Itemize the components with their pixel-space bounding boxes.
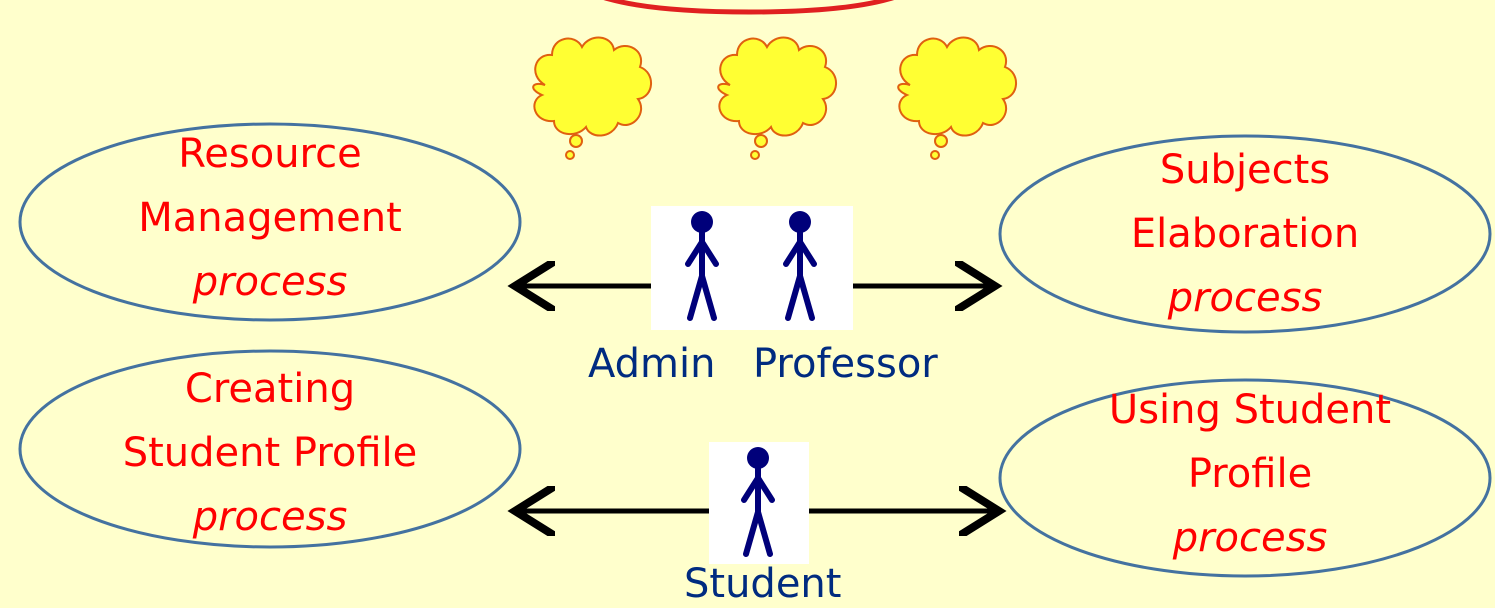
process-kind: process: [192, 259, 348, 305]
student-label: Student: [684, 561, 842, 607]
admin-professor-box: [651, 206, 853, 330]
process-kind: process: [1167, 275, 1323, 321]
thought-bubble-icon: [717, 36, 837, 160]
process-line: Student Profile: [122, 430, 418, 476]
admin-label: Admin: [588, 341, 716, 387]
resource-management-label: Resource Management process: [120, 122, 420, 314]
thought-bubble-icon: [897, 36, 1017, 160]
creating-student-profile-label: Creating Student Profile process: [70, 357, 470, 549]
professor-label: Professor: [753, 341, 938, 387]
using-student-profile-label: Using Student Profile process: [1080, 378, 1420, 570]
process-kind: process: [1172, 515, 1328, 561]
top-banner: [603, 0, 895, 15]
process-line: Creating: [184, 366, 356, 412]
using-student-profile-ellipse: [998, 378, 1492, 578]
process-line: Elaboration: [1130, 211, 1360, 257]
stick-figure-icon: [783, 211, 817, 321]
subjects-elaboration-ellipse: [998, 134, 1492, 334]
subjects-elaboration-label: Subjects Elaboration process: [1110, 138, 1380, 330]
creating-student-profile-ellipse: [18, 349, 522, 549]
process-kind: process: [192, 494, 348, 540]
process-line: Profile: [1187, 451, 1313, 497]
resource-management-ellipse: [18, 122, 522, 322]
thought-bubble-icon: [532, 36, 652, 160]
process-line: Using Student: [1108, 387, 1392, 433]
stick-figure-icon: [741, 447, 775, 557]
process-line: Resource: [178, 131, 362, 177]
process-line: Management: [138, 195, 402, 241]
process-line: Subjects: [1159, 147, 1331, 193]
stick-figure-icon: [685, 211, 719, 321]
